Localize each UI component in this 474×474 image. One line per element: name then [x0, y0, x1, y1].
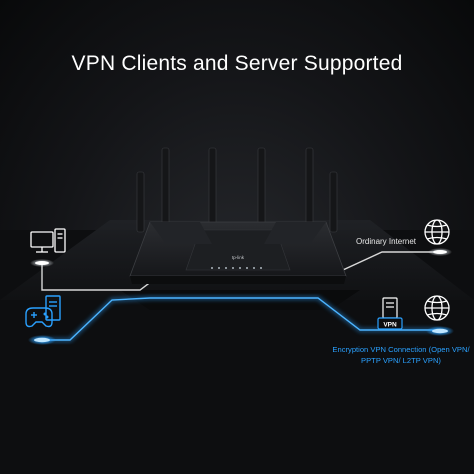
desktop-pc-icon	[30, 228, 66, 253]
vpn-server-icon	[377, 297, 403, 330]
vpn-globe-icon	[424, 295, 450, 321]
page-title: VPN Clients and Server Supported	[71, 52, 403, 75]
vpn-badge: VPN	[383, 322, 397, 329]
vpn-connection-line	[42, 296, 440, 342]
globe-icon	[424, 219, 450, 245]
router-brand: tp-link	[232, 255, 245, 260]
vpn-connection-label: Encryption VPN Connection (Open VPN/ PPT…	[332, 345, 470, 365]
ordinary-internet-label: Ordinary Internet	[356, 237, 417, 246]
router	[129, 147, 347, 284]
gaming-controller-icon	[25, 295, 61, 328]
